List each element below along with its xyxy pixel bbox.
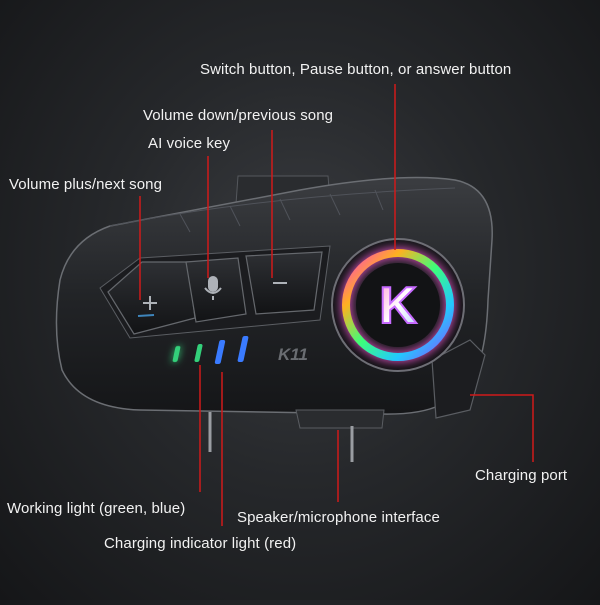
metal-pins [208, 412, 354, 462]
model-label: K11 [278, 345, 308, 364]
label-speaker-interface: Speaker/microphone interface [237, 509, 440, 526]
k-logo-dial: K [331, 238, 465, 372]
microphone-icon [204, 276, 222, 300]
label-working-light: Working light (green, blue) [7, 500, 186, 517]
label-charging-indicator: Charging indicator light (red) [104, 535, 297, 552]
label-switch-button: Switch button, Pause button, or answer b… [200, 61, 512, 78]
plus-icon [143, 296, 157, 310]
leader-charging-port [470, 394, 534, 462]
k-logo-letter: K [379, 277, 417, 335]
leader-lines [139, 84, 534, 526]
indicator-lights [172, 336, 249, 364]
label-volume-up: Volume plus/next song [9, 176, 163, 193]
speaker-connector [295, 409, 385, 429]
label-volume-down: Volume down/previous song [143, 107, 334, 124]
label-ai-voice: AI voice key [148, 135, 231, 152]
label-charging-port: Charging port [475, 467, 568, 484]
charging-port-module [431, 339, 486, 419]
